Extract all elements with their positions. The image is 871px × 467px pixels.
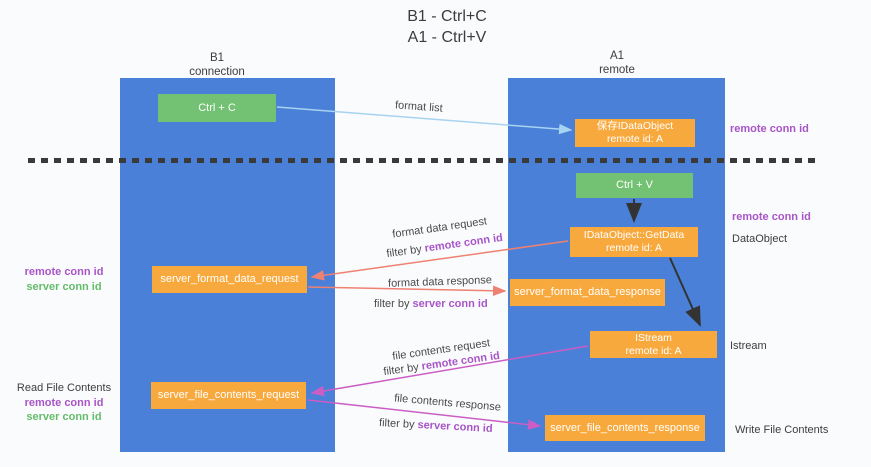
filter-by-text: filter by <box>382 361 420 379</box>
ctrl-v-label: Ctrl + V <box>616 179 653 191</box>
save-idataobject-remote-id: remote id: A <box>606 133 664 145</box>
flow-label-format-list: format list <box>394 99 444 115</box>
server-file-contents-response-label: server_file_contents_response <box>550 421 700 434</box>
label-server-conn-id-left-format: server conn id <box>26 280 102 293</box>
label-remote-conn-id-left-format: remote conn id <box>24 266 104 278</box>
save-idataobject-line1: 保存IDataObject <box>596 120 674 132</box>
lane-header-b1: B1 connection <box>167 51 267 79</box>
istream-remote-id: remote id: A <box>625 344 682 357</box>
node-server-file-contents-response: server_file_contents_response <box>545 415 705 441</box>
left-file-conn-ids: Read File Contents remote conn id server… <box>14 381 114 425</box>
node-server-format-data-response: server_format_data_response <box>510 279 665 306</box>
label-remote-conn-id-left-file: remote conn id <box>24 396 104 409</box>
server-format-data-response-label: server_format_data_response <box>514 286 661 298</box>
title-line-2: A1 - Ctrl+V <box>407 29 487 46</box>
node-idataobject-getdata: IDataObject::GetData remote id: A <box>570 227 698 257</box>
label-dataobject: DataObject <box>732 233 788 245</box>
server-format-data-request-label: server_format_data_request <box>160 273 299 285</box>
node-server-format-data-request: server_format_data_request <box>152 266 307 293</box>
flow-label-file-contents-response: file contents response <box>393 392 502 414</box>
istream-line1: IStream <box>635 331 672 344</box>
lane-a1-name: A1 <box>609 50 625 62</box>
diagram-title: B1 - Ctrl+C A1 - Ctrl+V <box>347 6 547 48</box>
title-line-1: B1 - Ctrl+C <box>407 8 487 25</box>
phase-separator-dashed-line <box>28 158 820 163</box>
node-save-idataobject: 保存IDataObject remote id: A <box>575 119 695 147</box>
label-server-conn-id-left-file: server conn id <box>26 411 102 423</box>
node-ctrl-c: Ctrl + C <box>158 94 276 122</box>
remote-conn-id-key: remote conn id <box>423 231 504 255</box>
label-write-file-contents: Write File Contents <box>735 424 829 436</box>
filter-by-text: filter by <box>378 417 415 431</box>
label-remote-conn-id-mid: remote conn id <box>732 211 811 223</box>
server-conn-id-key: server conn id <box>417 419 493 435</box>
server-conn-id-key: server conn id <box>412 298 488 310</box>
label-read-file-contents: Read File Contents <box>16 382 112 394</box>
server-file-contents-request-label: server_file_contents_request <box>157 389 300 401</box>
lane-b1-role: connection <box>189 66 245 78</box>
filter-by-text: filter by <box>374 298 410 310</box>
filter-by-text: filter by <box>385 243 423 261</box>
left-format-conn-ids: remote conn id server conn id <box>14 265 114 294</box>
getdata-line1: IDataObject::GetData <box>583 229 685 241</box>
lane-header-a1: A1 remote <box>567 49 667 77</box>
node-istream: IStream remote id: A <box>590 331 717 358</box>
node-server-file-contents-request: server_file_contents_request <box>151 382 306 409</box>
lane-b1-name: B1 <box>209 52 225 64</box>
getdata-remote-id: remote id: A <box>605 242 663 254</box>
node-ctrl-v: Ctrl + V <box>576 173 693 198</box>
lane-a1-role: remote <box>599 64 635 76</box>
label-remote-conn-id-top: remote conn id <box>730 123 809 135</box>
ctrl-c-label: Ctrl + C <box>198 101 236 114</box>
flow-label-format-data-response: format data response <box>387 274 493 290</box>
label-istream: Istream <box>730 340 767 352</box>
